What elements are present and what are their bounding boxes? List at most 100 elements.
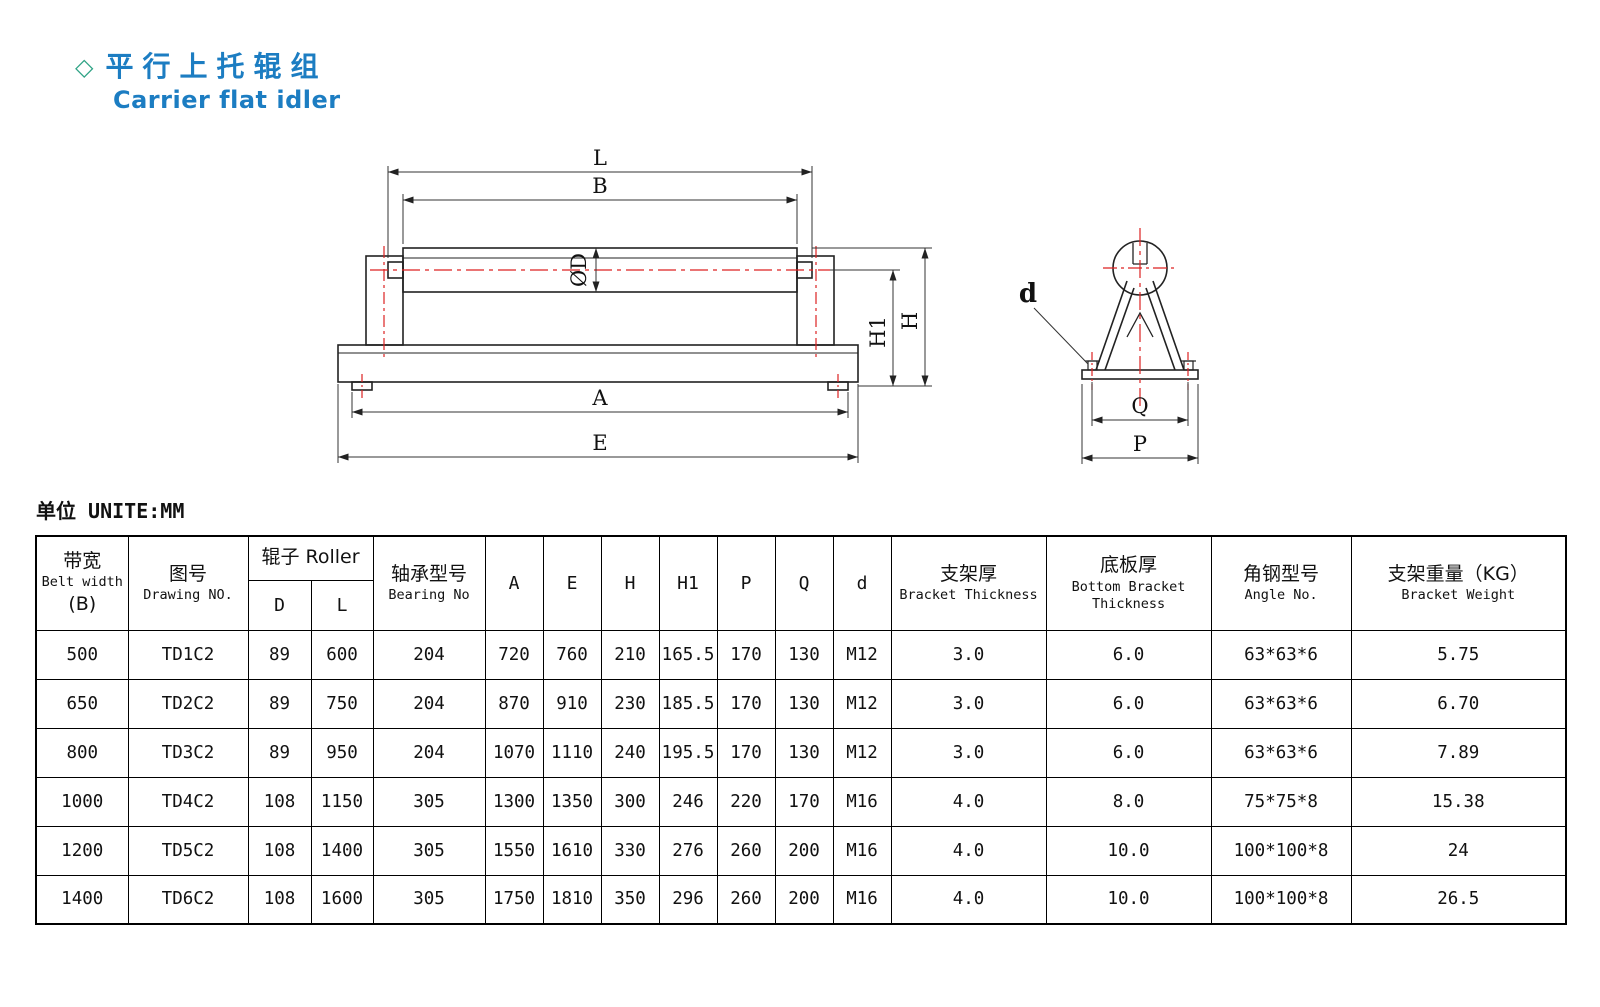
dim-label-L: L xyxy=(593,146,607,170)
spec-cell: 330 xyxy=(600,825,660,876)
spec-cell: 1600 xyxy=(310,874,374,925)
spec-cell: 210 xyxy=(600,629,660,680)
spec-cell: 1110 xyxy=(542,727,602,778)
spec-cell: M12 xyxy=(832,629,892,680)
spec-cell: 26.5 xyxy=(1350,874,1567,925)
spec-cell: 89 xyxy=(247,678,312,729)
spec-cell: 170 xyxy=(716,678,776,729)
dim-label-A: A xyxy=(591,386,608,410)
spec-cell: 170 xyxy=(716,727,776,778)
spec-cell: 130 xyxy=(774,727,834,778)
angle-zh: 角钢型号 xyxy=(1243,562,1320,585)
spec-cell: 4.0 xyxy=(890,776,1047,827)
spec-cell: 130 xyxy=(774,629,834,680)
bracket-weight-en: Bracket Weight xyxy=(1401,587,1516,604)
spec-cell: 870 xyxy=(484,678,544,729)
page-title-zh: 平行上托辊组 xyxy=(105,50,328,83)
spec-cell: 1750 xyxy=(484,874,544,925)
spec-cell: 300 xyxy=(600,776,660,827)
title-row: ◇ 平行上托辊组 xyxy=(75,50,341,84)
spec-cell: M12 xyxy=(832,727,892,778)
end-centerlines xyxy=(1091,228,1189,408)
dim-label-B: B xyxy=(592,174,607,198)
dim-label-d: d xyxy=(1019,279,1037,309)
spec-cell: 305 xyxy=(372,874,486,925)
col-header-Q: Q xyxy=(774,535,834,631)
col-header-H1: H1 xyxy=(658,535,718,631)
col-p-label: P xyxy=(740,572,752,594)
title-block: ◇ 平行上托辊组 Carrier flat idler xyxy=(75,50,341,114)
spec-cell: 4.0 xyxy=(890,874,1047,925)
spec-cell: 3.0 xyxy=(890,678,1047,729)
spec-cell: TD1C2 xyxy=(127,629,249,680)
spec-cell: M16 xyxy=(832,776,892,827)
spec-cell: 800 xyxy=(35,727,129,778)
spec-cell: TD4C2 xyxy=(127,776,249,827)
spec-cell: 10.0 xyxy=(1045,874,1212,925)
col-header-H: H xyxy=(600,535,660,631)
col-header-angle: 角钢型号 Angle No. xyxy=(1210,535,1352,631)
spec-cell: 276 xyxy=(658,825,718,876)
col-header-drawing-no: 图号 Drawing NO. xyxy=(127,535,249,631)
col-d-label: d xyxy=(856,572,868,594)
drawing-svg: L B ØD H1 H A E xyxy=(337,146,1199,464)
spec-cell: 650 xyxy=(35,678,129,729)
spec-cell: 760 xyxy=(542,629,602,680)
col-header-roller: 辊子 Roller xyxy=(247,535,374,581)
spec-cell: 220 xyxy=(716,776,776,827)
bottom-bracket-en2: Thickness xyxy=(1091,596,1166,613)
spec-cell: 170 xyxy=(716,629,776,680)
bottom-bracket-en1: Bottom Bracket xyxy=(1071,578,1186,595)
dim-label-H: H xyxy=(898,312,922,330)
spec-cell: 230 xyxy=(600,678,660,729)
col-h-label: H xyxy=(624,572,636,594)
col-header-A: A xyxy=(484,535,544,631)
spec-cell: 100*100*8 xyxy=(1210,874,1352,925)
page-title-en: Carrier flat idler xyxy=(113,85,341,114)
spec-cell: 108 xyxy=(247,776,312,827)
spec-cell: 1400 xyxy=(310,825,374,876)
spec-cell: 108 xyxy=(247,874,312,925)
spec-cell: TD2C2 xyxy=(127,678,249,729)
col-header-bottom-bracket: 底板厚 Bottom Bracket Thickness xyxy=(1045,535,1212,631)
col-header-belt-width: 带宽 Belt width (B) xyxy=(35,535,129,631)
spec-cell: 165.5 xyxy=(658,629,718,680)
drawing-no-en: Drawing NO. xyxy=(143,587,233,604)
spec-cell: 6.0 xyxy=(1045,678,1212,729)
diamond-icon: ◇ xyxy=(75,52,94,81)
dim-label-OD: ØD xyxy=(567,253,591,287)
spec-cell: 1400 xyxy=(35,874,129,925)
belt-width-en: Belt width xyxy=(41,574,123,591)
spec-cell: M12 xyxy=(832,678,892,729)
spec-cell: 204 xyxy=(372,678,486,729)
spec-cell: 3.0 xyxy=(890,629,1047,680)
bracket-weight-zh: 支架重量（KG） xyxy=(1387,562,1529,585)
spec-cell: 1350 xyxy=(542,776,602,827)
spec-cell: 204 xyxy=(372,727,486,778)
col-header-d: d xyxy=(832,535,892,631)
col-header-roller-L: L xyxy=(310,579,374,631)
spec-cell: 200 xyxy=(774,825,834,876)
spec-cell: 63*63*6 xyxy=(1210,629,1352,680)
spec-cell: 130 xyxy=(774,678,834,729)
spec-cell: 3.0 xyxy=(890,727,1047,778)
spec-cell: TD5C2 xyxy=(127,825,249,876)
spec-cell: 4.0 xyxy=(890,825,1047,876)
angle-en: Angle No. xyxy=(1244,587,1318,604)
spec-cell: 240 xyxy=(600,727,660,778)
drawing-no-zh: 图号 xyxy=(168,562,207,585)
technical-drawing: L B ØD H1 H A E xyxy=(0,140,1300,490)
bearing-en: Bearing No xyxy=(388,587,470,604)
spec-cell: 89 xyxy=(247,629,312,680)
spec-cell: 63*63*6 xyxy=(1210,727,1352,778)
col-header-bracket-weight: 支架重量（KG） Bracket Weight xyxy=(1350,535,1567,631)
col-q-label: Q xyxy=(798,572,810,594)
roller-label: 辊子 Roller xyxy=(261,546,360,569)
col-a-label: A xyxy=(508,572,520,594)
spec-cell: 296 xyxy=(658,874,718,925)
spec-cell: 246 xyxy=(658,776,718,827)
